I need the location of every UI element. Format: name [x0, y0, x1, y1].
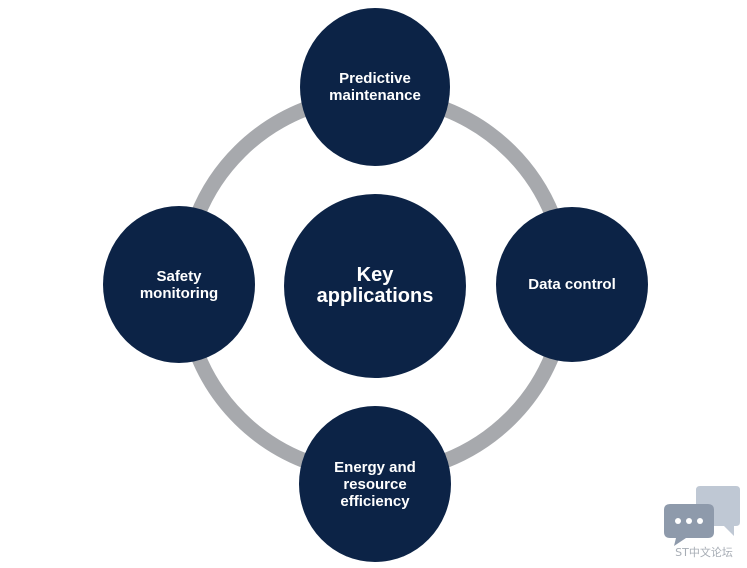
chat-bubbles-icon	[664, 486, 740, 546]
node-label-safety-monitoring: Safety monitoring	[139, 267, 219, 302]
center-node-key-applications: Key applications	[284, 194, 466, 378]
center-node-label: Key applications	[316, 264, 434, 307]
watermark-text: ST中文论坛	[675, 546, 733, 559]
node-predictive-maintenance: Predictive maintenance	[300, 8, 450, 166]
node-data-control: Data control	[496, 207, 648, 362]
node-safety-monitoring: Safety monitoring	[103, 206, 255, 363]
node-label-data-control: Data control	[528, 276, 616, 293]
node-label-predictive-maintenance: Predictive maintenance	[329, 70, 421, 104]
node-label-energy-resource-efficiency: Energy and resource efficiency	[334, 458, 416, 510]
node-energy-resource-efficiency: Energy and resource efficiency	[299, 406, 451, 562]
